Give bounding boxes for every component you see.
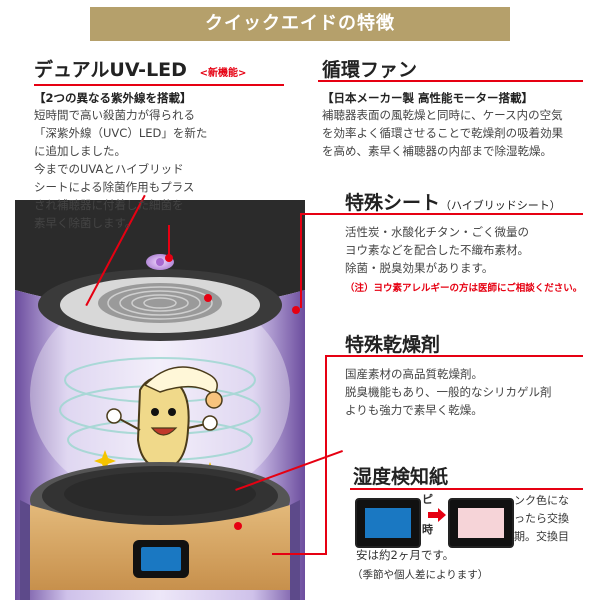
uv-led-lead: 【2つの異なる紫外線を搭載】 — [34, 91, 192, 105]
sheet-connector-line — [300, 213, 344, 215]
uv-led-body: 短時間で高い殺菌力が得られる 「深紫外線（UVC）LED」を新た に追加しました… — [34, 108, 208, 230]
fan-underline — [318, 80, 583, 82]
humidity-blue-swatch — [355, 498, 421, 548]
humidity-arrow-icon — [428, 508, 446, 522]
sheet-title: 特殊シート（ハイブリッドシート） — [345, 188, 595, 215]
sheet-connector-vline — [300, 213, 302, 308]
fan-section: 循環ファン 【日本メーカー製 高性能モーター搭載】 補聴器表面の風乾燥と同時に、… — [322, 55, 592, 160]
humidity-line2: （季節や個人差によります） — [352, 569, 489, 581]
desiccant-underline — [340, 355, 583, 357]
uv-led-section: デュアルUV-LED <新機能> 【2つの異なる紫外線を搭載】 短時間で高い殺菌… — [34, 55, 294, 232]
sheet-title-note: （ハイブリッドシート） — [440, 199, 561, 212]
desiccant-connector-h2 — [272, 553, 327, 555]
desiccant-connector-h — [325, 355, 342, 357]
fan-body: 補聴器表面の風乾燥と同時に、ケース内の空気 を効率よく循環させることで乾燥剤の吸… — [322, 108, 564, 158]
uv-connector-line — [168, 225, 170, 257]
fan-lead: 【日本メーカー製 高性能モーター搭載】 — [322, 91, 534, 105]
humidity-connector-dot — [234, 522, 242, 530]
humidity-pink-fill — [458, 508, 504, 538]
sheet-underline — [342, 213, 583, 215]
fan-title: 循環ファン — [322, 59, 418, 81]
humidity-pink-swatch — [448, 498, 514, 548]
humidity-line1: 安は約2ヶ月です。 — [356, 548, 455, 562]
humidity-col2: 時 — [422, 523, 433, 536]
desiccant-section: 特殊乾燥剤 国産素材の高品質乾燥剤。 脱臭機能もあり、一般的なシリカゲル剤 より… — [345, 330, 595, 419]
desiccant-title: 特殊乾燥剤 — [345, 334, 441, 356]
new-feature-badge: <新機能> — [199, 68, 247, 79]
humidity-title: 湿度検知紙 — [353, 466, 449, 488]
fan-connector-dot — [204, 294, 212, 302]
humidity-blue-fill — [365, 508, 411, 538]
humidity-col3: ンク色にな ったら交換 期。交換目 — [514, 494, 569, 543]
uv-led-underline — [34, 84, 284, 86]
sheet-section: 特殊シート（ハイブリッドシート） 活性炭・水酸化チタン・ごく微量の ヨウ素などを… — [345, 188, 595, 294]
sheet-warning: （注）ヨウ素アレルギーの方は医師にご相談ください。 — [345, 283, 583, 294]
humidity-col1: ピ — [422, 493, 433, 506]
section-banner: クイックエイドの特徴 — [90, 7, 510, 41]
desiccant-body: 国産素材の高品質乾燥剤。 脱臭機能もあり、一般的なシリカゲル剤 よりも強力で素早… — [345, 367, 552, 417]
uv-led-title: デュアルUV-LED <新機能> — [34, 55, 294, 82]
humidity-underline — [350, 488, 583, 490]
uv-connector-dot — [165, 254, 173, 262]
sheet-body: 活性炭・水酸化チタン・ごく微量の ヨウ素などを配合した不織布素材。 除菌・脱臭効… — [345, 225, 529, 275]
sheet-connector-dot — [292, 306, 300, 314]
sheet-title-text: 特殊シート — [345, 192, 441, 214]
uv-led-title-text: デュアルUV-LED — [34, 59, 187, 81]
